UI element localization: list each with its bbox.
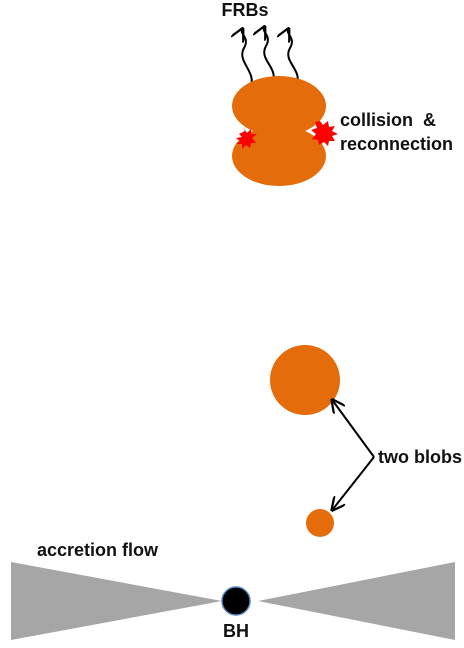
accretion-disk-right — [258, 562, 455, 640]
two-blobs-label: two blobs — [378, 447, 462, 467]
left-spark-icon — [236, 127, 257, 149]
frbs-label: FRBs — [221, 0, 268, 20]
black-hole — [221, 586, 251, 616]
collision-label-line1: collision & — [340, 110, 436, 130]
pointer-to-small-blob — [333, 456, 375, 509]
accretion-flow-label: accretion flow — [37, 540, 159, 560]
small-blob — [306, 509, 334, 537]
upper-colliding-blob — [232, 76, 326, 136]
frb-arrow-middle — [264, 28, 275, 85]
frb-arrow-left — [242, 30, 253, 89]
colliding-blobs — [232, 76, 338, 186]
two-blobs-pointers — [333, 401, 375, 509]
frb-arrow-right — [288, 30, 299, 87]
accretion-disk-left — [11, 562, 222, 640]
frb-emission-arrows — [242, 28, 299, 89]
right-spark-icon — [311, 121, 338, 146]
bh-label: BH — [223, 621, 249, 641]
pointer-to-large-blob — [333, 401, 375, 458]
lower-colliding-blob — [232, 126, 326, 186]
collision-label-line2: reconnection — [340, 134, 453, 154]
large-blob — [270, 345, 340, 415]
